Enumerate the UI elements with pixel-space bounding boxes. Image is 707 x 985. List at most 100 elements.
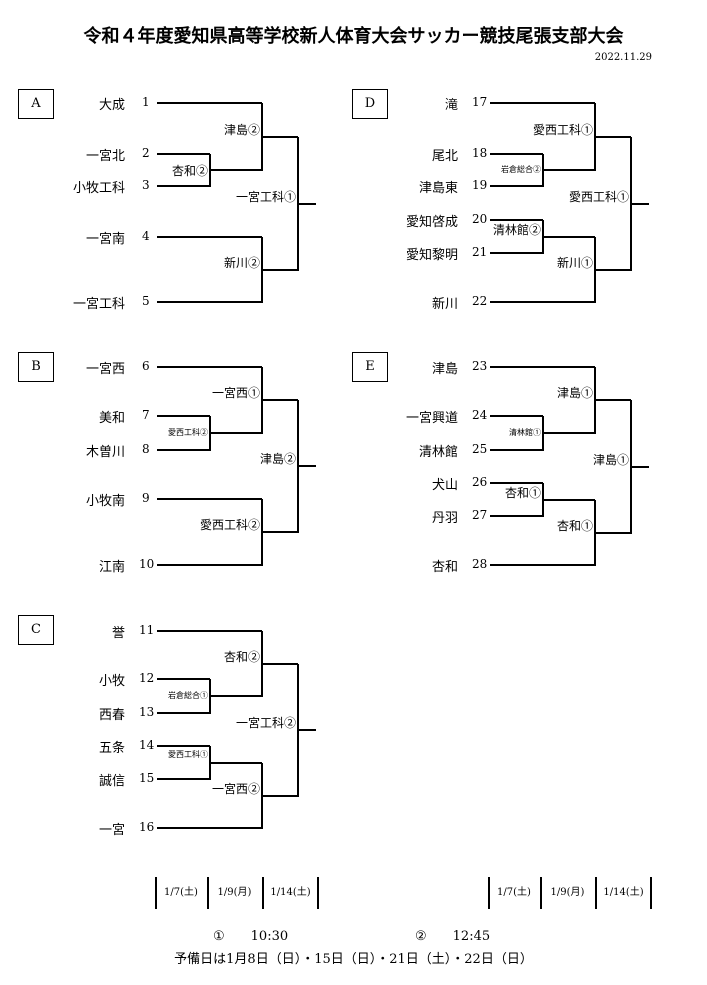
bracket-line <box>262 663 298 665</box>
team-number: 15 <box>139 771 155 785</box>
bracket-line <box>210 695 262 697</box>
bracket-line <box>490 301 595 303</box>
team-number: 8 <box>142 442 150 456</box>
team-name: 一宮西 <box>85 362 125 377</box>
team-name: 新川 <box>431 297 458 312</box>
bracket-line <box>543 499 595 501</box>
bracket-line <box>298 465 316 467</box>
winner-label: 岩倉総合② <box>501 165 541 174</box>
bracket-line <box>157 415 210 417</box>
reserve-days: 予備日は1月8日（日）・15日（日）・21日（土）・22日（日） <box>174 952 533 967</box>
bracket-line <box>490 564 595 566</box>
team-name: 五条 <box>98 741 125 756</box>
bracket-line <box>490 153 543 155</box>
bracket-line <box>157 102 262 104</box>
team-name: 一宮 <box>98 823 125 838</box>
schedule-date: 1/9(月) <box>550 887 585 898</box>
team-name: 丹羽 <box>431 511 458 526</box>
winner-label: 杏和① <box>556 519 593 533</box>
block-label-B: B <box>18 352 54 382</box>
bracket-line <box>490 415 543 417</box>
winner-label: 岩倉総合① <box>168 691 208 700</box>
bracket-line <box>157 778 210 780</box>
schedule-dates-2: 1/7(土)1/9(月)1/14(土) <box>488 877 652 909</box>
bracket-line <box>595 532 631 534</box>
winner-label: 津島① <box>556 386 593 400</box>
winner-label: 一宮工科② <box>235 716 296 730</box>
schedule-dates-1: 1/7(土) 1/9(月) 1/14(土) <box>155 877 319 909</box>
bracket-line <box>157 153 210 155</box>
block-label-C: C <box>18 615 54 645</box>
bracket-line <box>157 236 262 238</box>
winner-label: 愛西工科② <box>199 518 260 532</box>
bracket-line <box>262 269 298 271</box>
schedule-date: 1/14(土) <box>270 887 311 898</box>
bracket-line <box>490 366 595 368</box>
bracket-line <box>490 482 543 484</box>
bracket-line <box>157 301 262 303</box>
team-name: 誠信 <box>98 774 125 789</box>
bracket-line <box>490 102 595 104</box>
bracket-line <box>157 712 210 714</box>
team-name: 尾北 <box>431 149 458 164</box>
schedule-date: 1/7(土) <box>164 887 198 898</box>
team-name: 一宮工科 <box>72 297 125 312</box>
bracket-line <box>490 219 543 221</box>
date-separator <box>262 877 264 909</box>
bracket-line <box>157 630 262 632</box>
team-number: 13 <box>139 705 155 719</box>
team-name: 小牧南 <box>85 494 125 509</box>
team-name: 木曽川 <box>85 445 125 460</box>
winner-label: 新川② <box>223 256 260 270</box>
team-number: 12 <box>139 671 155 685</box>
team-number: 26 <box>472 475 488 489</box>
team-number: 20 <box>472 212 488 226</box>
date-separator <box>595 877 597 909</box>
block-label-D: D <box>352 89 388 119</box>
bracket-line <box>490 515 543 517</box>
bracket-line <box>262 136 298 138</box>
team-number: 23 <box>472 359 488 373</box>
winner-label: 一宮工科① <box>235 190 296 204</box>
time-slot-1: ① 10:30 <box>213 929 289 944</box>
bracket-line <box>595 399 631 401</box>
team-name: 小牧工科 <box>72 181 125 196</box>
bracket-line <box>157 449 210 451</box>
team-number: 7 <box>142 408 150 422</box>
bracket-line <box>543 432 595 434</box>
bracket-line <box>262 795 298 797</box>
team-name: 江南 <box>98 560 125 575</box>
bracket-line <box>262 531 298 533</box>
issue-date: 2022.11.29 <box>594 52 652 63</box>
team-name: 清林館 <box>418 445 458 460</box>
bracket-line <box>298 729 316 731</box>
team-number: 24 <box>472 408 488 422</box>
bracket-line <box>543 236 595 238</box>
schedule-date: 1/7(土) <box>497 887 531 898</box>
team-name: 美和 <box>98 411 125 426</box>
bracket-line <box>631 203 649 205</box>
team-number: 18 <box>472 146 488 160</box>
team-name: 犬山 <box>431 478 458 493</box>
team-name: 愛知啓成 <box>405 215 458 230</box>
team-number: 4 <box>142 229 150 243</box>
team-number: 25 <box>472 442 488 456</box>
bracket-line <box>210 762 262 764</box>
schedule-date: 1/9(月) <box>217 887 252 898</box>
team-number: 11 <box>139 623 155 637</box>
bracket-line <box>157 745 210 747</box>
bracket-line <box>262 399 298 401</box>
bracket-line <box>543 169 595 171</box>
team-number: 19 <box>472 178 488 192</box>
bracket-line <box>490 252 543 254</box>
team-number: 6 <box>142 359 150 373</box>
bracket-line <box>595 269 631 271</box>
bracket-line <box>595 136 631 138</box>
team-number: 9 <box>142 491 150 505</box>
bracket-line <box>210 169 262 171</box>
block-label-E: E <box>352 352 388 382</box>
bracket-line <box>631 466 649 468</box>
block-label-A: A <box>18 89 54 119</box>
team-number: 17 <box>472 95 488 109</box>
